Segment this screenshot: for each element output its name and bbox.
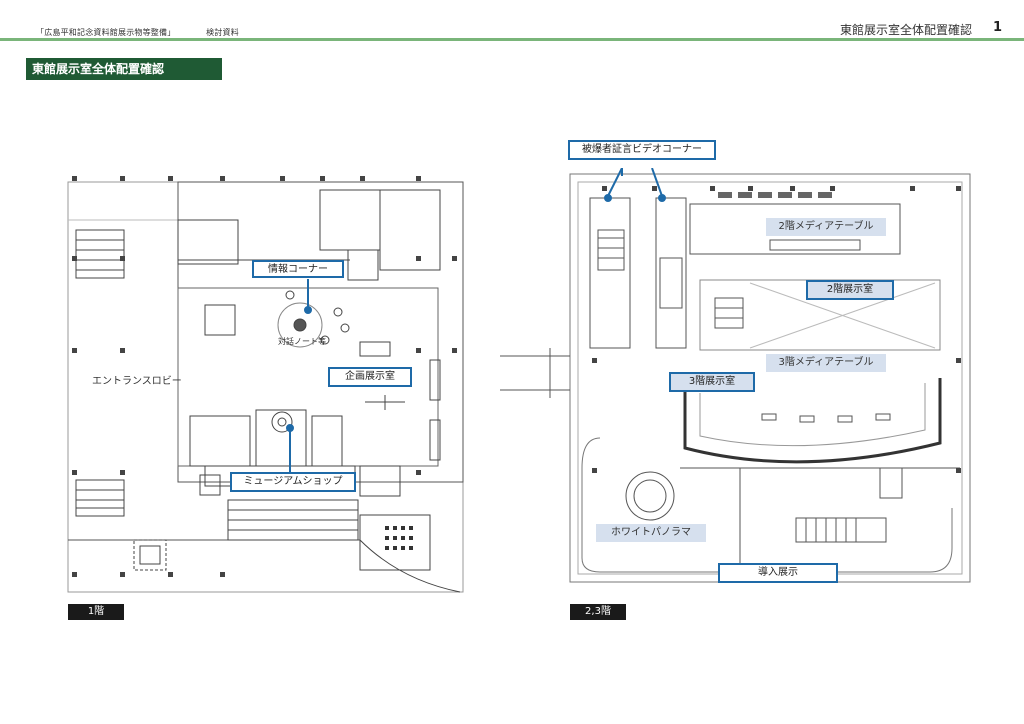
page-heading: 東館展示室全体配置確認: [839, 23, 972, 37]
label-white-panorama: ホワイトパノラマ: [596, 524, 706, 542]
section-title: 東館展示室全体配置確認: [26, 58, 222, 80]
document-title: 「広島平和記念資料館展示物等整備」: [36, 28, 176, 37]
floor23-label: 2,3階: [570, 604, 626, 620]
document-subtitle: 検討資料: [206, 28, 239, 37]
callout-room3: 3階展示室: [669, 372, 755, 392]
label-media-table-3f: 3階メディアテーブル: [766, 354, 886, 372]
header-rule: [0, 38, 1024, 41]
label-entrance-lobby: エントランスロビー: [92, 376, 182, 387]
page-number: 1: [992, 20, 1002, 35]
label-dialogue-note: 対話ノート等: [278, 337, 326, 346]
callout-video-corner: 被爆者証言ビデオコーナー: [568, 140, 716, 160]
floor23-plan-drawing: [500, 168, 980, 588]
floor1-plan-drawing: [60, 176, 470, 600]
callout-exhibit-room: 企画展示室: [328, 367, 412, 387]
label-room2: 2階展示室: [806, 280, 894, 300]
floor1-label: 1階: [68, 604, 124, 620]
document-header: 「広島平和記念資料館展示物等整備」 検討資料: [36, 27, 267, 38]
callout-museum-shop: ミュージアムショップ: [230, 472, 356, 492]
callout-info-corner: 情報コーナー: [252, 260, 344, 278]
label-media-table-2f: 2階メディアテーブル: [766, 218, 886, 236]
callout-intro-exhibit: 導入展示: [718, 563, 838, 583]
